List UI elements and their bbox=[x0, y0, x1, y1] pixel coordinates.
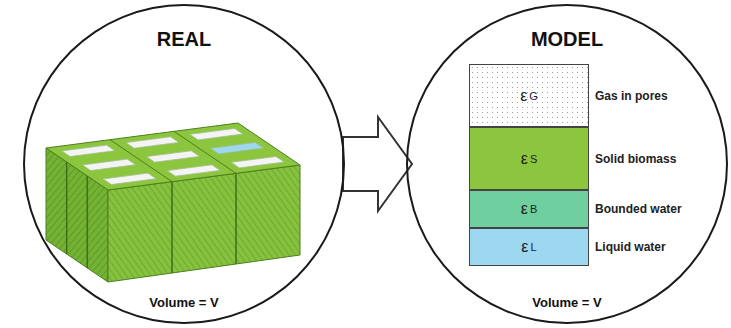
fraction-subscript: S bbox=[530, 153, 537, 165]
fraction-symbol: ε bbox=[521, 150, 528, 168]
pore-cell bbox=[167, 165, 220, 176]
cube-edge bbox=[66, 162, 68, 254]
pore-cell bbox=[126, 137, 179, 148]
phase-name: Liquid water bbox=[595, 240, 666, 254]
cube-edge bbox=[110, 140, 172, 182]
pore-cell bbox=[231, 156, 284, 167]
fraction-symbol: ε bbox=[521, 238, 528, 256]
volume-label: Volume = V bbox=[25, 295, 343, 310]
pore-cell bbox=[210, 142, 263, 153]
fraction-symbol: ε bbox=[520, 87, 527, 105]
biomass-block bbox=[46, 123, 300, 282]
cube-edge bbox=[235, 173, 237, 264]
fraction-subscript: L bbox=[531, 241, 537, 253]
phase-layer: εGGas in pores bbox=[469, 64, 589, 127]
phase-name: Gas in pores bbox=[595, 89, 668, 103]
view-title: REAL bbox=[25, 28, 343, 51]
pore-cell bbox=[82, 159, 135, 170]
view-circle: REAL Volume = V bbox=[23, 4, 345, 324]
view-title: MODEL bbox=[408, 28, 726, 51]
pore-cell bbox=[103, 173, 156, 184]
block-top bbox=[46, 123, 300, 190]
cube-edge bbox=[171, 182, 173, 273]
phase-layer: εLLiquid water bbox=[469, 228, 589, 266]
pore-cell bbox=[190, 128, 243, 139]
view-circle: MODELVolume = VεGGas in poresεSSolid bio… bbox=[406, 4, 728, 324]
volume-label: Volume = V bbox=[408, 295, 726, 310]
cube-edge bbox=[87, 176, 89, 268]
block-arrow bbox=[343, 117, 412, 211]
cube-edge bbox=[174, 131, 236, 173]
pore-cell bbox=[62, 145, 115, 156]
phase-name: Bounded water bbox=[595, 202, 682, 216]
fraction-symbol: ε bbox=[521, 200, 528, 218]
pore-cell bbox=[146, 151, 199, 162]
fraction-subscript: B bbox=[530, 203, 537, 215]
fraction-subscript: G bbox=[529, 90, 538, 102]
phase-layer: εBBounded water bbox=[469, 190, 589, 228]
phase-layer: εSSolid biomass bbox=[469, 127, 589, 190]
phase-name: Solid biomass bbox=[595, 152, 676, 166]
